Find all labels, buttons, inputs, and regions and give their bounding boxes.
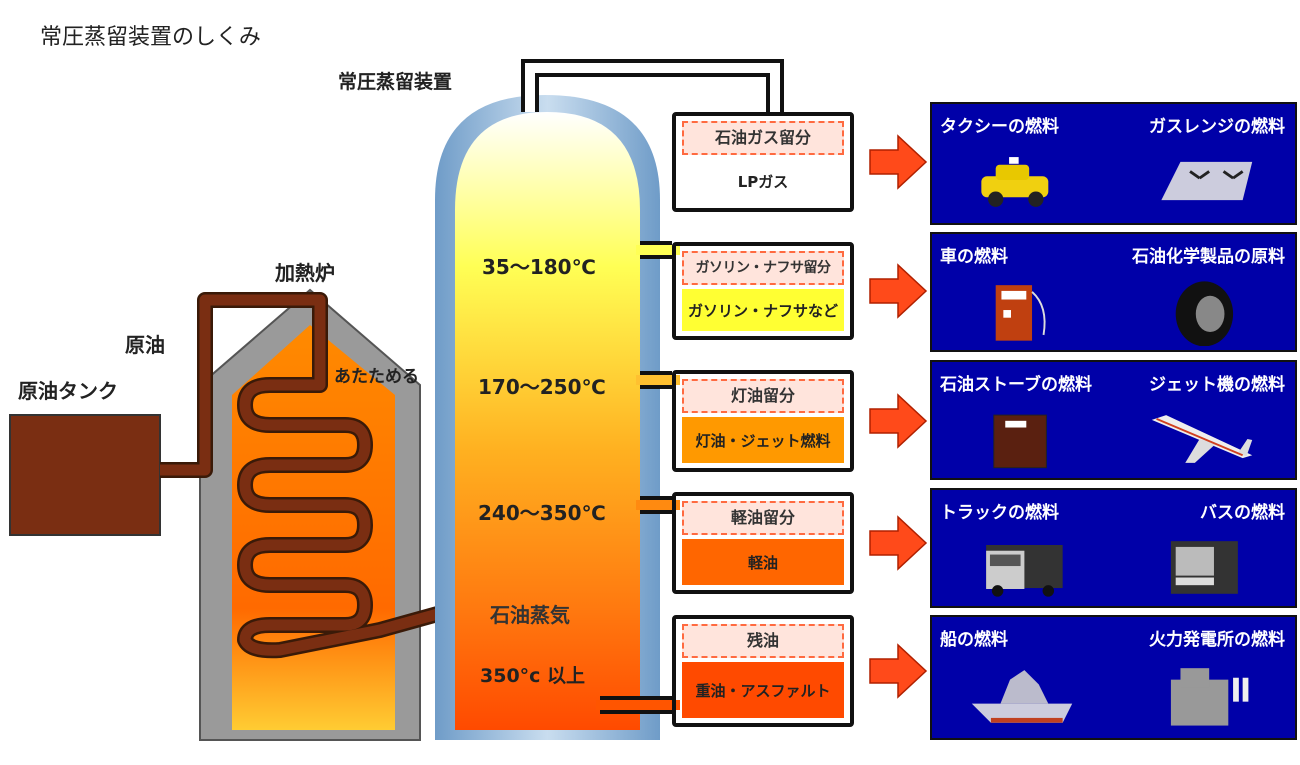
arrow-right-icon	[869, 515, 928, 571]
usage-left: 船の燃料	[940, 630, 1008, 650]
heater-icon	[993, 414, 1047, 469]
usage-left: 車の燃料	[940, 247, 1008, 267]
fuel-pump-icon	[995, 285, 1046, 341]
temp-3: 240～350℃	[478, 501, 606, 525]
column-label: 常圧蒸留装置	[338, 70, 452, 93]
usage-right: バスの燃料	[1200, 503, 1285, 523]
fraction-box: 軽油留分 軽油	[672, 492, 854, 594]
taxi-icon	[981, 157, 1049, 207]
gas-stove-icon	[1161, 161, 1253, 201]
tank-label: 原油タンク	[18, 379, 118, 403]
heat-label: あたためる	[334, 367, 419, 387]
usage-panel: タクシーの燃料 ガスレンジの燃料	[930, 102, 1297, 225]
usage-right: 石油化学製品の原料	[1132, 247, 1285, 267]
fraction-name: 灯油留分	[682, 379, 844, 413]
usage-left: タクシーの燃料	[940, 117, 1059, 137]
fraction-name: ガソリン・ナフサ留分	[682, 251, 844, 285]
temp-4: 350°c 以上	[480, 665, 585, 687]
fraction-box: 灯油留分 灯油・ジェット燃料	[672, 370, 854, 472]
tire-icon	[1175, 281, 1234, 346]
usage-right: ジェット機の燃料	[1149, 375, 1285, 395]
fraction-product: 重油・アスファルト	[682, 662, 844, 718]
power-plant-icon	[1170, 668, 1249, 726]
furnace-label: 加熱炉	[274, 261, 335, 285]
top-vapor-pipe	[525, 63, 780, 115]
fraction-box: 石油ガス留分 LPガス	[672, 112, 854, 212]
bus-icon	[1170, 541, 1238, 594]
arrow-right-icon	[869, 393, 928, 449]
fraction-name: 軽油留分	[682, 501, 844, 535]
crude-label: 原油	[125, 333, 165, 357]
temp-1: 35～180℃	[482, 255, 596, 279]
side-pipes	[596, 241, 680, 714]
fraction-name: 残油	[682, 624, 844, 658]
fraction-name: 石油ガス留分	[682, 121, 844, 155]
arrow-right-icon	[869, 263, 928, 319]
usage-panel: トラックの燃料 バスの燃料	[930, 488, 1297, 608]
fraction-product: LPガス	[682, 159, 844, 203]
truck-icon	[986, 545, 1063, 597]
crude-oil-tank	[9, 414, 161, 536]
usage-left: 石油ストーブの燃料	[940, 375, 1092, 395]
fraction-product: 軽油	[682, 539, 844, 585]
fraction-product: 灯油・ジェット燃料	[682, 417, 844, 463]
airplane-icon	[1151, 415, 1253, 463]
usage-right: ガスレンジの燃料	[1149, 117, 1285, 137]
arrow-right-icon	[869, 643, 928, 699]
ship-icon	[971, 670, 1073, 723]
page-title: 常圧蒸留装置のしくみ	[40, 25, 261, 50]
distillation-column	[455, 112, 640, 730]
temp-2: 170～250℃	[478, 375, 606, 399]
fraction-box: ガソリン・ナフサ留分 ガソリン・ナフサなど	[672, 242, 854, 340]
vapor-label: 石油蒸気	[489, 603, 570, 627]
arrow-right-icon	[869, 134, 928, 190]
fraction-product: ガソリン・ナフサなど	[682, 289, 844, 331]
fraction-box: 残油 重油・アスファルト	[672, 615, 854, 727]
usage-panel: 船の燃料 火力発電所の燃料	[930, 615, 1297, 740]
crude-pipe	[160, 294, 472, 656]
usage-right: 火力発電所の燃料	[1149, 630, 1285, 650]
usage-panel: 車の燃料 石油化学製品の原料	[930, 232, 1297, 352]
usage-left: トラックの燃料	[940, 503, 1059, 523]
usage-panel: 石油ストーブの燃料 ジェット機の燃料	[930, 360, 1297, 480]
